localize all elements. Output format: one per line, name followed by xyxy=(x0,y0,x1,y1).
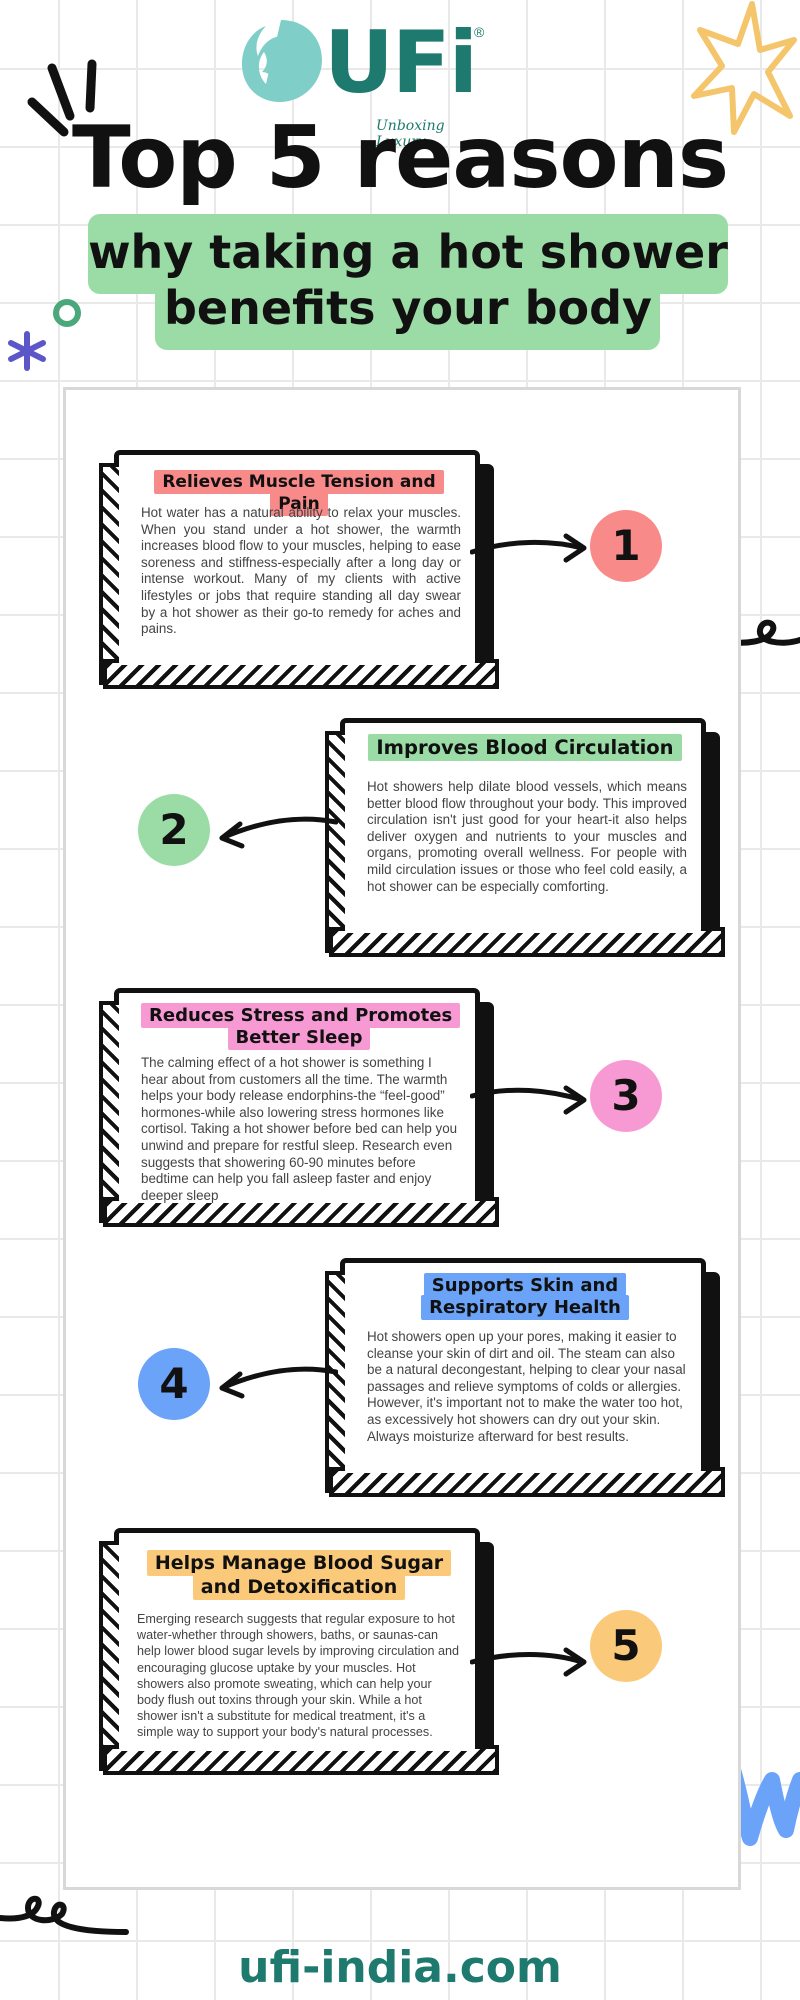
reason-card-2: Improves Blood Circulation Hot showers h… xyxy=(325,718,725,957)
page-title: Top 5 reasons xyxy=(71,108,729,208)
reason-number-4: 4 xyxy=(138,1348,210,1420)
arrow-right-icon xyxy=(470,1647,587,1677)
arrow-right-icon xyxy=(470,1085,587,1115)
reason-number-5: 5 xyxy=(590,1610,662,1682)
reason-number-1: 1 xyxy=(590,510,662,582)
logo-wordmark: UFi xyxy=(324,13,478,113)
logo-tagline: Unboxing Luxury xyxy=(376,118,445,150)
arrow-left-icon xyxy=(219,816,338,849)
reason-card-5: Helps Manage Blood Sugar and Detoxificat… xyxy=(99,1528,499,1775)
card-inner: Relieves Muscle Tension and Pain Hot wat… xyxy=(119,455,475,665)
card-inner: Improves Blood Circulation Hot showers h… xyxy=(345,723,701,933)
arrow-left-icon xyxy=(219,1366,338,1399)
card-inner: Helps Manage Blood Sugar and Detoxificat… xyxy=(119,1533,475,1751)
reason-heading: Improves Blood Circulation xyxy=(367,734,683,761)
reason-heading: Relieves Muscle Tension and Pain xyxy=(141,470,457,516)
card-inner: Supports Skin and Respiratory Health Hot… xyxy=(345,1263,701,1473)
ufi-logo: UFi ® Unboxing Luxury xyxy=(236,13,486,150)
ring-decoration xyxy=(53,299,81,327)
burst-lines-decoration xyxy=(27,59,97,137)
reason-body: Hot showers open up your pores, making i… xyxy=(367,1329,686,1444)
reason-heading-text: Supports Skin and Respiratory Health xyxy=(421,1273,629,1320)
lion-emblem-icon xyxy=(242,20,322,102)
blue-scribble-decoration xyxy=(722,1752,800,1846)
reason-number-3: 3 xyxy=(590,1060,662,1132)
reason-body: Emerging research suggests that regular … xyxy=(137,1612,460,1740)
reason-heading: Reduces Stress and Promotes Better Sleep xyxy=(141,1003,461,1050)
reason-heading-text: Reduces Stress and Promotes Better Sleep xyxy=(141,1003,461,1050)
reason-heading-text: Helps Manage Blood Sugar and Detoxificat… xyxy=(146,1550,452,1600)
reason-card-4: Supports Skin and Respiratory Health Hot… xyxy=(325,1258,725,1497)
arrow-right-icon xyxy=(470,533,587,563)
reason-card-1: Relieves Muscle Tension and Pain Hot wat… xyxy=(99,450,499,689)
reason-heading-text: Improves Blood Circulation xyxy=(368,734,682,761)
subtitle-highlight-second-line xyxy=(155,280,660,350)
star-decoration xyxy=(691,1,797,135)
footer-website: ufi-india.com xyxy=(238,1942,562,1993)
double-loop-squiggle-decoration xyxy=(0,1895,129,1935)
reason-body: The calming effect of a hot shower is so… xyxy=(141,1055,458,1203)
asterisk-decoration xyxy=(8,331,46,371)
card-inner: Reduces Stress and Promotes Better Sleep… xyxy=(119,993,475,1203)
reason-body: Hot showers help dilate blood vessels, w… xyxy=(367,779,687,894)
reason-heading: Supports Skin and Respiratory Health xyxy=(367,1273,683,1320)
loop-squiggle-decoration xyxy=(726,619,800,646)
page-subtitle: why taking a hot shower benefits your bo… xyxy=(88,225,728,335)
reason-number-2: 2 xyxy=(138,794,210,866)
reason-card-3: Reduces Stress and Promotes Better Sleep… xyxy=(99,988,499,1227)
reason-heading: Helps Manage Blood Sugar and Detoxificat… xyxy=(141,1550,457,1600)
reason-body: Hot water has a natural ability to relax… xyxy=(141,505,461,637)
registered-mark: ® xyxy=(474,24,485,40)
